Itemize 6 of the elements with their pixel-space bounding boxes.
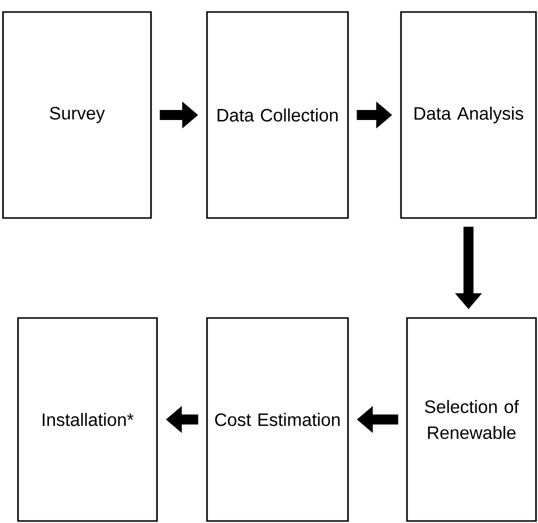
process-box: Survey xyxy=(2,11,152,219)
process-box: Installation* xyxy=(17,317,158,522)
process-box: Data Analysis xyxy=(400,11,537,219)
process-box: Cost Estimation xyxy=(206,317,349,522)
process-box: Selection of Renewable xyxy=(406,317,537,522)
process-box: Data Collection xyxy=(206,11,349,219)
